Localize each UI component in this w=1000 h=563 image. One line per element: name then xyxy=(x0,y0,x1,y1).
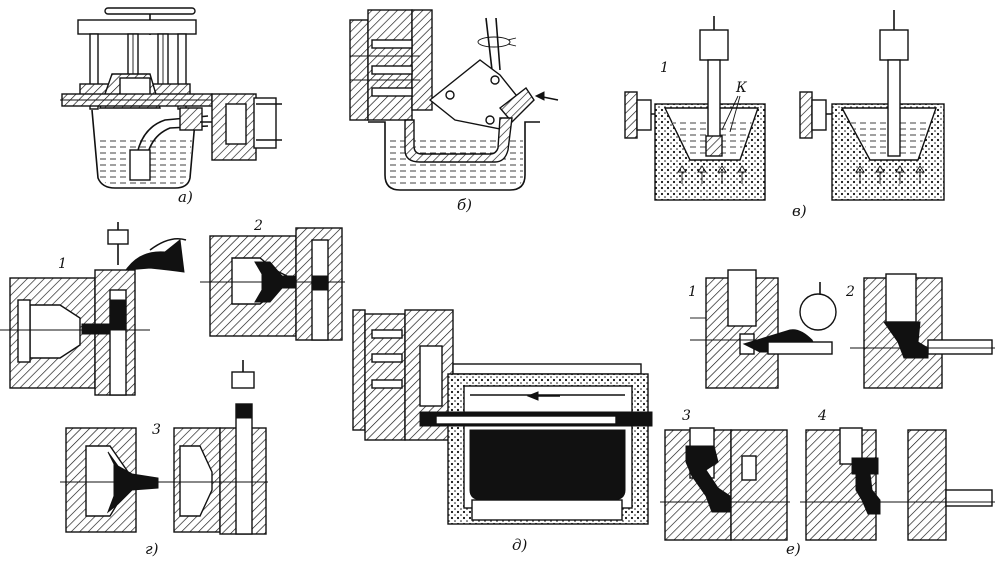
panel-v: 1 К в) xyxy=(624,10,945,220)
panel-e-number-3: 3 xyxy=(682,408,691,424)
panel-g-number-2: 2 xyxy=(253,218,263,234)
panel-v-number: 1 xyxy=(660,60,669,76)
panel-e-number-4: 4 xyxy=(817,408,827,424)
panel-d: д) xyxy=(352,309,653,554)
panel-e-number-1: 1 xyxy=(688,284,697,300)
handwheel xyxy=(104,7,196,15)
panel-a: а) xyxy=(60,7,282,206)
panel-g: 1 2 3 г) xyxy=(0,218,345,558)
panel-e-caption: е) xyxy=(786,540,801,558)
panel-e-number-2: 2 xyxy=(845,284,855,300)
panel-g-number-1: 1 xyxy=(58,256,67,272)
panel-v-caption: в) xyxy=(792,202,807,220)
panel-b-caption: б) xyxy=(457,196,472,214)
callout-k: К xyxy=(735,80,748,96)
top-crosshead xyxy=(77,19,197,35)
crucible xyxy=(91,109,197,189)
panel-g-caption: г) xyxy=(145,540,159,558)
panel-e: 1 2 3 4 е) xyxy=(660,269,995,558)
panel-b: б) xyxy=(349,9,559,214)
panel-d-caption: д) xyxy=(512,536,528,554)
panel-a-caption: а) xyxy=(178,188,193,206)
panel-g-number-3: 3 xyxy=(152,422,161,438)
